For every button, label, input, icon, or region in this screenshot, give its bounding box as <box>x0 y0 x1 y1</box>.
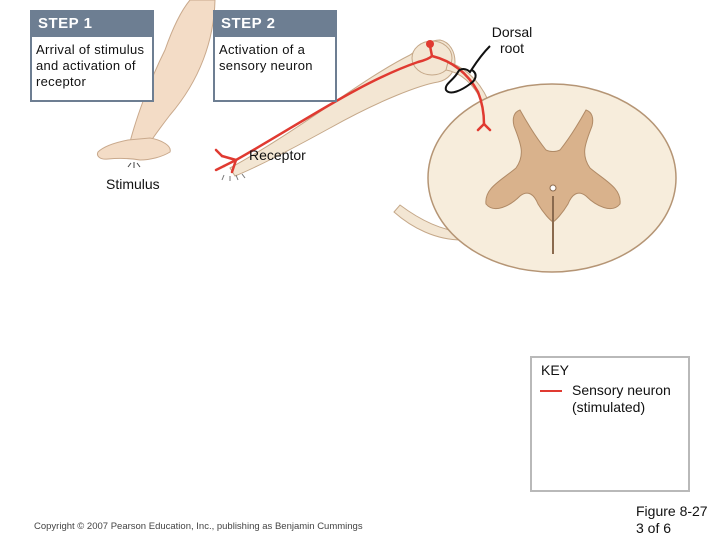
key-sensory-neuron-label: Sensory neuron (stimulated) <box>572 382 671 415</box>
stimulus-label: Stimulus <box>106 176 160 192</box>
dorsal-root-label: Dorsal root <box>491 24 533 56</box>
receptor-mark <box>221 173 246 181</box>
sensory-neuron-cell-body <box>426 40 434 48</box>
slide-page-number: 3 of 6 <box>636 520 672 536</box>
step-1-title: STEP 1 <box>32 12 152 37</box>
dorsal-root <box>445 61 489 103</box>
figure-caption: Figure 8-27 3 of 6 <box>636 503 708 537</box>
key-legend: KEY Sensory neuron (stimulated) <box>530 356 690 492</box>
dorsal-root-pointer <box>444 45 491 94</box>
key-sensory-neuron-swatch <box>540 390 562 392</box>
step-1-box: STEP 1 Arrival of stimulus and activatio… <box>30 10 154 102</box>
key-title: KEY <box>541 362 570 378</box>
central-canal <box>549 184 557 192</box>
receptor-label: Receptor <box>249 147 306 163</box>
step-2-box: STEP 2 Activation of a sensory neuron <box>213 10 337 102</box>
step-2-title: STEP 2 <box>215 12 335 37</box>
spinal-nerve <box>229 39 456 177</box>
gray-matter <box>485 109 621 223</box>
stimulus-mark <box>127 162 141 168</box>
figure-number: Figure 8-27 <box>636 503 708 519</box>
step-2-description: Activation of a sensory neuron <box>219 42 313 73</box>
copyright-notice: Copyright © 2007 Pearson Education, Inc.… <box>34 521 363 532</box>
step-1-description: Arrival of stimulus and activation of re… <box>36 42 145 89</box>
hand-illustration <box>97 137 171 161</box>
